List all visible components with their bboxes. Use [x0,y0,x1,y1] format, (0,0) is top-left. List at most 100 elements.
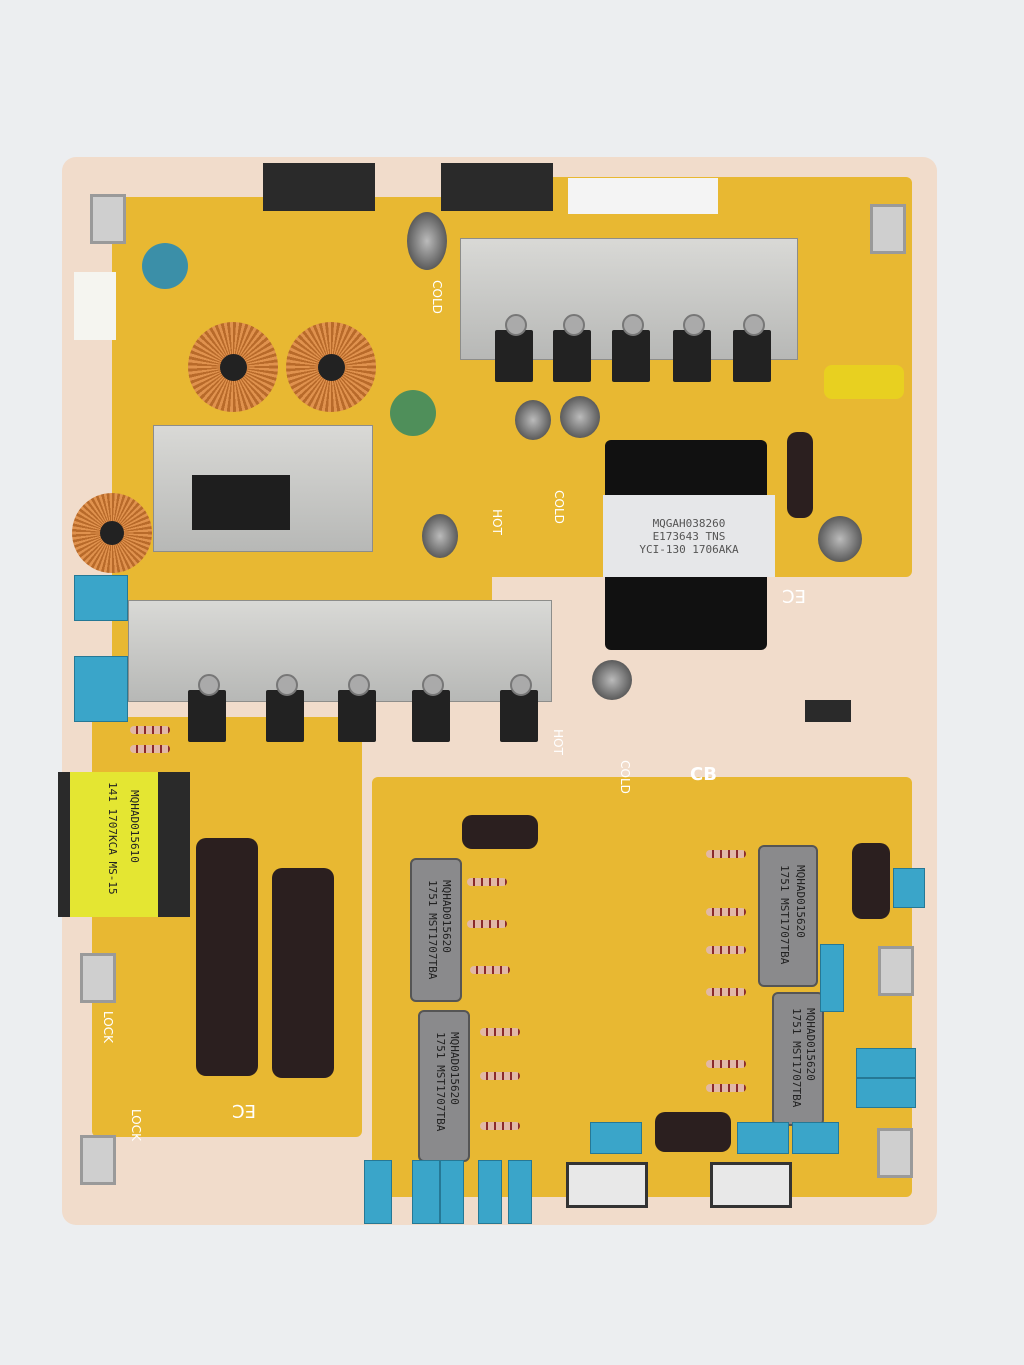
mosfet [733,314,771,382]
mosfet [266,674,304,742]
inductor-lot: 1751 MST1707TBA [778,865,791,965]
output-inductor: MQHAD015620 1751 MST1707TBA [418,1010,470,1162]
varistor [142,243,188,289]
resistor [480,1028,520,1036]
mounting-clip [80,953,116,1003]
mounting-clip [80,1135,116,1185]
silkscreen-hot: HOT [489,509,504,535]
silkscreen-ec: EC [782,585,806,606]
common-mode-choke [286,322,376,412]
thermistor [390,390,436,436]
electrolytic-capacitor [818,516,862,562]
film-capacitor [508,1160,532,1224]
film-capacitor [820,944,844,1012]
inductor-lot: 1751 MST1707TBA [426,880,439,980]
resistor [706,1084,746,1092]
barcode-label [568,178,718,214]
transformer-cert: E173643 TNS [652,530,726,543]
mounting-clip [90,194,126,244]
resistor [706,1060,746,1068]
inductor-lot: 1751 MST1707TBA [790,1008,803,1108]
x-capacitor [74,656,128,722]
transformer-lot: YCI-130 1706AKA [639,543,739,556]
mounting-clip [877,1128,913,1178]
film-capacitor [792,1122,839,1154]
resistor [706,850,746,858]
resistor [467,878,507,886]
resistor [706,988,746,996]
inductor-part-number: MQHAD015620 [448,1032,461,1105]
silkscreen-lock: LOCK [100,1011,115,1043]
x-capacitor [74,575,128,621]
mosfet [188,674,226,742]
mosfet [673,314,711,382]
mosfet [412,674,450,742]
film-capacitor [856,1078,916,1108]
bulk-capacitor [196,838,258,1076]
film-capacitor [440,1160,464,1224]
heatsink-main [128,600,552,702]
film-capacitor [364,1160,392,1224]
standby-transformer: MQHAD015610 141 1707KCA MS-15 [58,772,190,917]
mounting-clip [870,204,906,254]
yellow-capacitor [824,365,904,399]
output-inductor: MQHAD015620 1751 MST1707TBA [758,845,818,987]
resistor [480,1072,520,1080]
film-capacitor [856,1048,916,1078]
film-capacitor [893,868,925,908]
mosfet [495,314,533,382]
film-capacitor [590,1122,642,1154]
silkscreen-hot: HOT [550,729,565,755]
connector-top-1 [263,163,375,211]
standby-part-number: MQHAD015610 [128,790,141,863]
mounting-clip [878,946,914,996]
transformer-part-number: MQGAH038260 [652,517,726,530]
ffc-connector [710,1162,792,1208]
output-capacitor [787,432,813,518]
ffc-connector [566,1162,648,1208]
output-inductor: MQHAD015620 1751 MST1707TBA [410,858,462,1002]
silkscreen-ec: EC [232,1100,256,1121]
film-capacitor [478,1160,502,1224]
resistor [467,920,507,928]
output-inductor: MQHAD015620 1751 MST1707TBA [772,992,824,1126]
resistor [130,745,170,753]
output-capacitor [655,1112,731,1152]
electrolytic-capacitor [407,212,447,270]
silkscreen-cold: COLD [551,490,566,524]
ac-input-connector [74,272,116,340]
resistor [470,966,510,974]
silkscreen-lock: LOCK [128,1109,143,1141]
common-mode-choke [188,322,278,412]
output-capacitor [852,843,890,919]
bulk-capacitor [272,868,334,1078]
mosfet [500,674,538,742]
pin-header [805,700,851,722]
film-capacitor [412,1160,440,1224]
main-transformer-label: MQGAH038260 E173643 TNS YCI-130 1706AKA [603,495,775,577]
electrolytic-capacitor [422,514,458,558]
electrolytic-capacitor [560,396,600,438]
main-transformer: MQGAH038260 E173643 TNS YCI-130 1706AKA [603,440,775,650]
bridge-rectifier [192,475,290,530]
mosfet [612,314,650,382]
silkscreen-cold: COLD [429,280,444,314]
resistor [130,726,170,734]
output-capacitor [462,815,538,849]
resistor [706,908,746,916]
resistor [480,1122,520,1130]
inductor-lot: 1751 MST1707TBA [434,1032,447,1132]
inductor-part-number: MQHAD015620 [440,880,453,953]
electrolytic-capacitor [515,400,551,440]
inductor-part-number: MQHAD015620 [804,1008,817,1081]
silkscreen-cold: COLD [617,760,632,794]
standby-lot: 141 1707KCA MS-15 [106,782,119,895]
silkscreen-cb: CB [690,764,717,785]
pfc-toroid [72,493,152,573]
connector-top-2 [441,163,553,211]
mosfet [338,674,376,742]
standby-transformer-label: MQHAD015610 141 1707KCA MS-15 [70,772,158,917]
electrolytic-capacitor [592,660,632,700]
inductor-part-number: MQHAD015620 [794,865,807,938]
mosfet [553,314,591,382]
